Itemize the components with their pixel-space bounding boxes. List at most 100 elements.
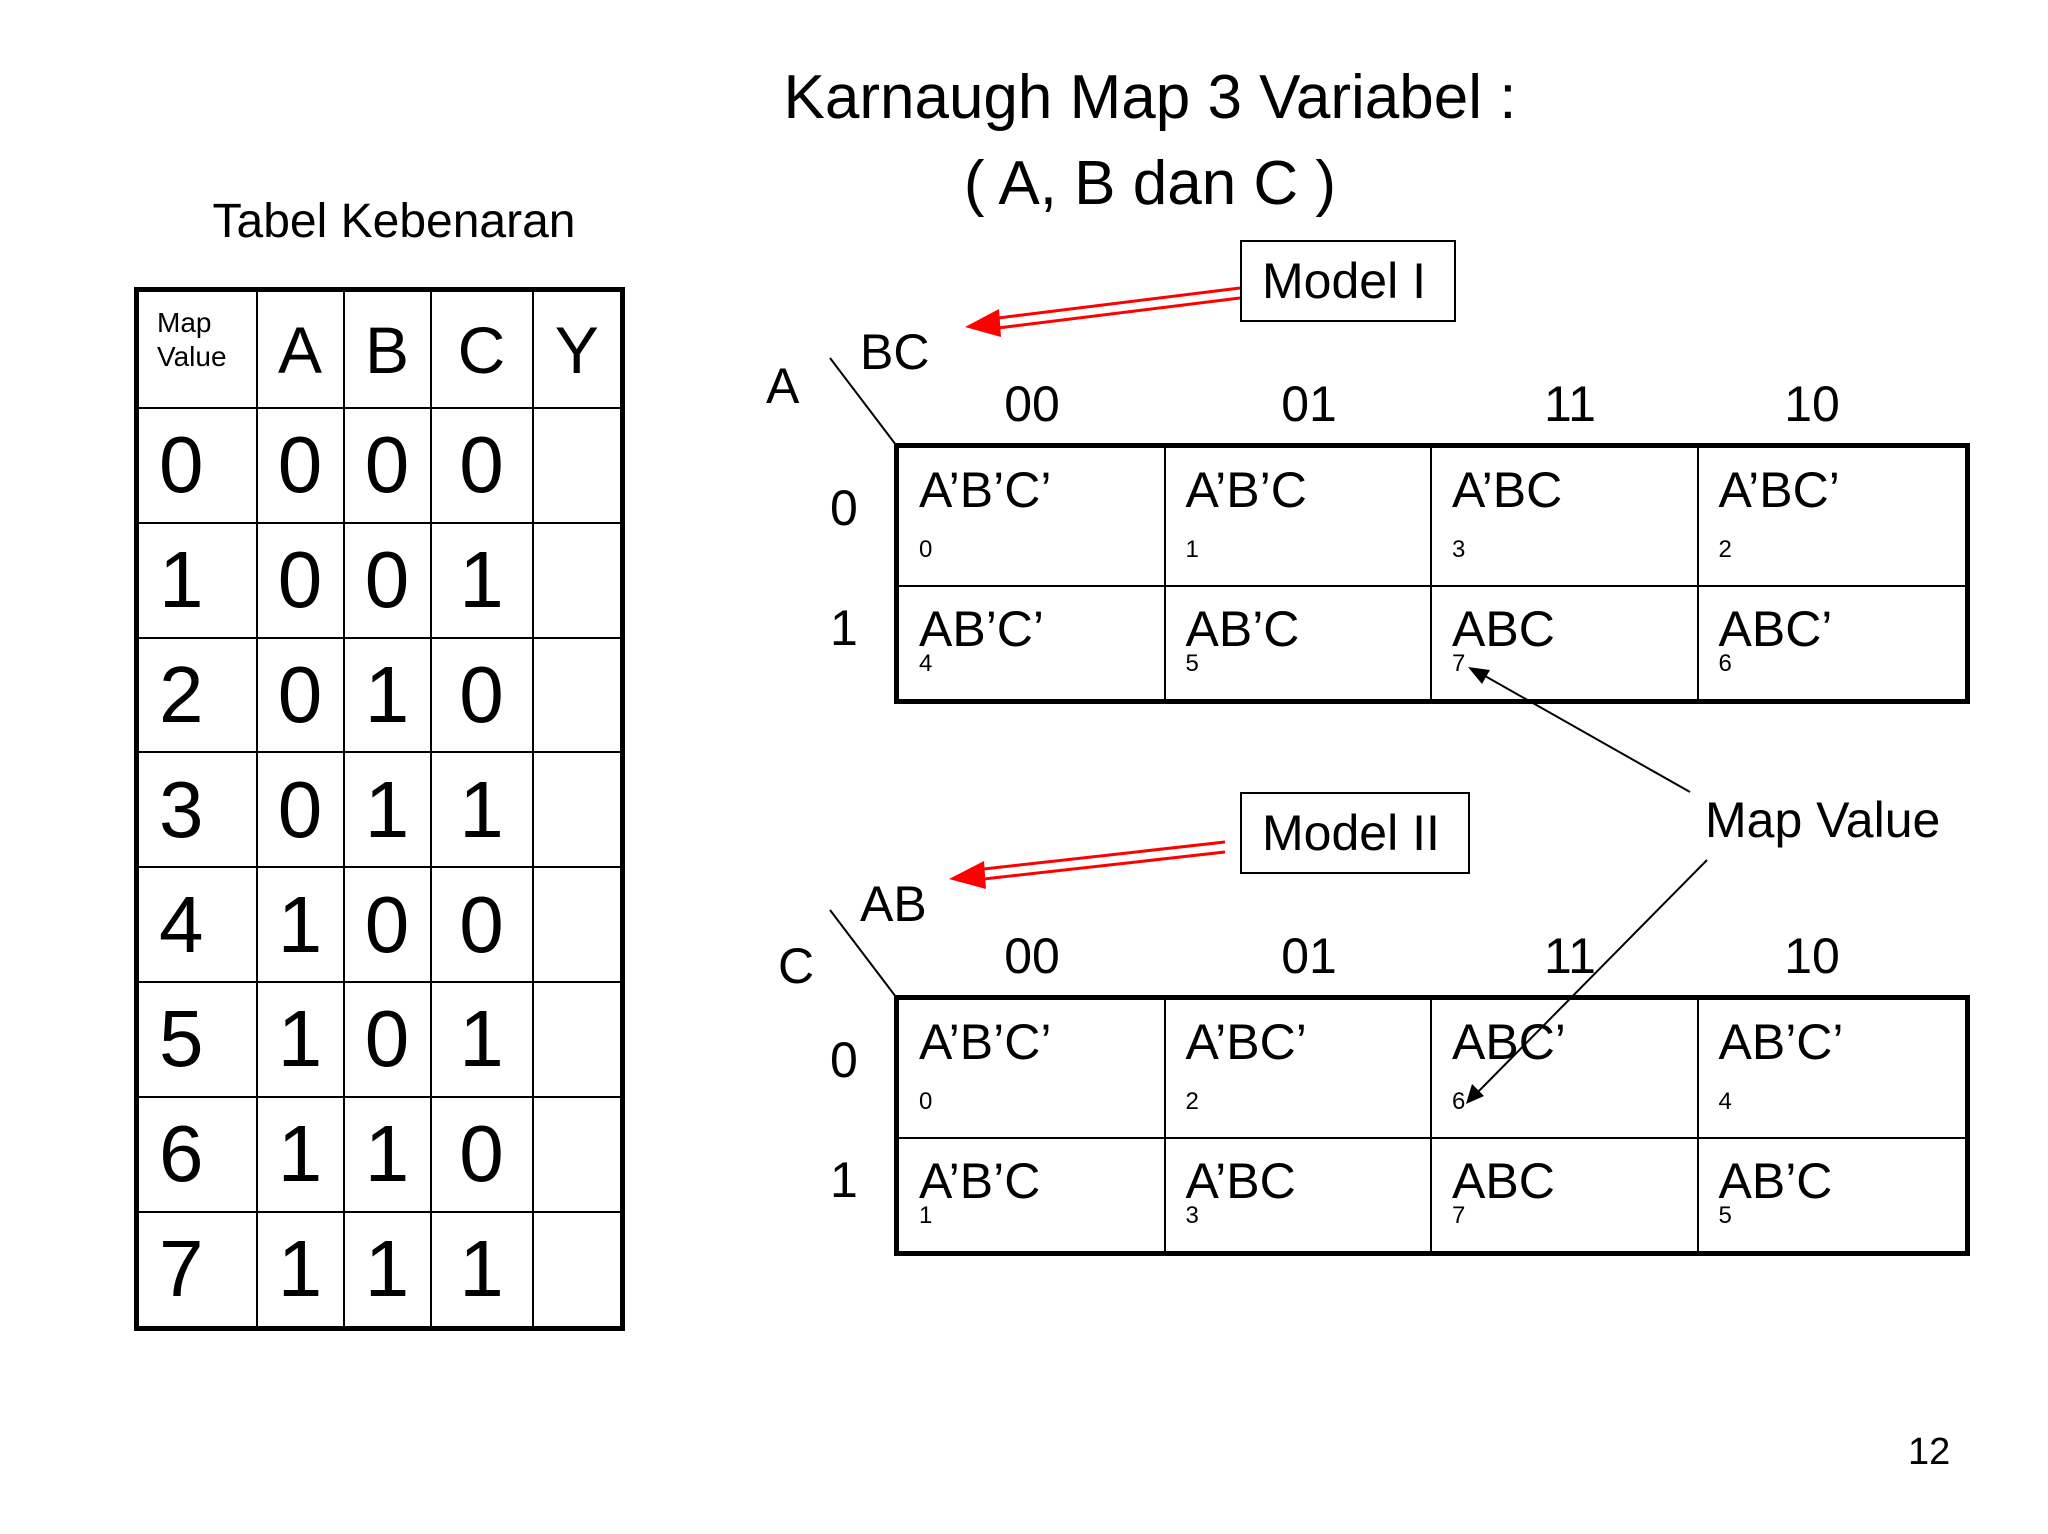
map-value-cell: 7 xyxy=(135,1210,258,1330)
model2-label-box: Model II xyxy=(1240,792,1470,874)
map-value-pointer-lower xyxy=(1466,859,1708,1104)
a-cell: 0 xyxy=(255,636,345,754)
kmap2-corner-diagonal xyxy=(829,909,897,998)
truth-table-title: Tabel Kebenaran xyxy=(212,195,576,248)
model1-label-box: Model I xyxy=(1240,240,1456,322)
y-cell xyxy=(531,980,624,1098)
kmap1-row-header: 1 xyxy=(830,600,858,656)
cell-term: A’B’C xyxy=(919,1153,1041,1209)
c-cell: 1 xyxy=(429,980,534,1098)
cell-term: ABC xyxy=(1452,1153,1555,1209)
model1-label: Model I xyxy=(1262,253,1426,309)
a-cell: 1 xyxy=(255,1210,345,1330)
kmap2-col-header: 00 xyxy=(1004,928,1060,984)
map-value-cell: 0 xyxy=(135,407,258,524)
header-a: A xyxy=(255,288,345,409)
map-value-pointer-upper xyxy=(1468,667,1691,793)
header-c: C xyxy=(429,288,534,409)
b-cell: 0 xyxy=(342,521,432,639)
map-value-cell: 2 xyxy=(135,636,258,754)
cell-index: 4 xyxy=(919,650,933,677)
cell-index: 3 xyxy=(1452,536,1466,563)
cell-term: AB’C’ xyxy=(919,601,1045,657)
b-cell: 1 xyxy=(342,636,432,754)
y-cell xyxy=(531,866,624,983)
a-cell: 0 xyxy=(255,407,345,524)
a-cell: 1 xyxy=(255,980,345,1098)
header-b: B xyxy=(342,288,432,409)
b-cell: 1 xyxy=(342,1095,432,1213)
cell-index: 5 xyxy=(1185,650,1199,677)
cell-index: 2 xyxy=(1718,536,1732,563)
cell-term: A’B’C’ xyxy=(919,1014,1052,1070)
map-value-cell: 6 xyxy=(135,1095,258,1213)
b-cell: 0 xyxy=(342,980,432,1098)
cell-term: A’BC’ xyxy=(1718,462,1840,518)
a-cell: 0 xyxy=(255,521,345,639)
header-y: Y xyxy=(531,288,624,409)
cell-index: 7 xyxy=(1452,1202,1466,1229)
y-cell xyxy=(531,636,624,754)
page-number: 12 xyxy=(1908,1431,1951,1473)
c-cell: 1 xyxy=(429,751,534,869)
y-cell xyxy=(531,751,624,869)
map-value-cell: 3 xyxy=(135,751,258,869)
cell-term: A’BC xyxy=(1185,1153,1296,1209)
cell-term: A’B’C xyxy=(1185,462,1307,518)
kmap1-row-variable: A xyxy=(766,358,800,414)
cell-term: ABC xyxy=(1452,601,1555,657)
cell-term: A’B’C’ xyxy=(919,462,1052,518)
map-value-label: Map Value xyxy=(1705,792,1941,848)
cell-term: ABC’ xyxy=(1452,1014,1566,1070)
b-cell: 1 xyxy=(342,1210,432,1330)
c-cell: 0 xyxy=(429,866,534,983)
header-map-value-line1: Map xyxy=(157,307,212,338)
y-cell xyxy=(531,521,624,639)
kmap-cell: A’B’C’ 0 xyxy=(899,1000,1166,1139)
cell-term: AB’C’ xyxy=(1718,1014,1844,1070)
kmap-cell: A’BC’ 2 xyxy=(1698,448,1965,587)
cell-index: 6 xyxy=(1452,1088,1466,1115)
kmap-cell: ABC’ 6 xyxy=(1432,1000,1699,1139)
cell-term: AB’C xyxy=(1718,1153,1833,1209)
kmap-cell: A’BC’2 xyxy=(1165,1000,1432,1139)
a-cell: 1 xyxy=(255,1095,345,1213)
model1-red-arrow xyxy=(965,286,1241,337)
cell-index: 0 xyxy=(919,1088,933,1115)
kmap-cell: A’B’C’0 xyxy=(899,448,1166,587)
cell-index: 1 xyxy=(919,1202,933,1229)
kmap2-row-header: 1 xyxy=(830,1152,858,1208)
kmap1-row-header: 0 xyxy=(830,480,858,536)
kmap2-col-header: 11 xyxy=(1544,928,1596,984)
map-value-cell: 4 xyxy=(135,866,258,983)
y-cell xyxy=(531,407,624,524)
model2-label: Model II xyxy=(1262,805,1440,861)
a-cell: 0 xyxy=(255,751,345,869)
kmap2-col-variable: AB xyxy=(860,876,927,932)
cell-index: 5 xyxy=(1718,1202,1732,1229)
c-cell: 1 xyxy=(429,521,534,639)
cell-index: 3 xyxy=(1185,1202,1199,1229)
page-title-line2: ( A, B dan C ) xyxy=(963,149,1337,218)
cell-index: 6 xyxy=(1718,650,1732,677)
cell-index: 4 xyxy=(1718,1088,1732,1115)
kmap1-col-header: 10 xyxy=(1784,376,1840,432)
a-cell: 1 xyxy=(255,866,345,983)
kmap2-col-header: 10 xyxy=(1784,928,1840,984)
map-value-cell: 5 xyxy=(135,980,258,1098)
cell-index: 7 xyxy=(1452,650,1466,677)
header-map-value: Map Value xyxy=(135,288,258,409)
